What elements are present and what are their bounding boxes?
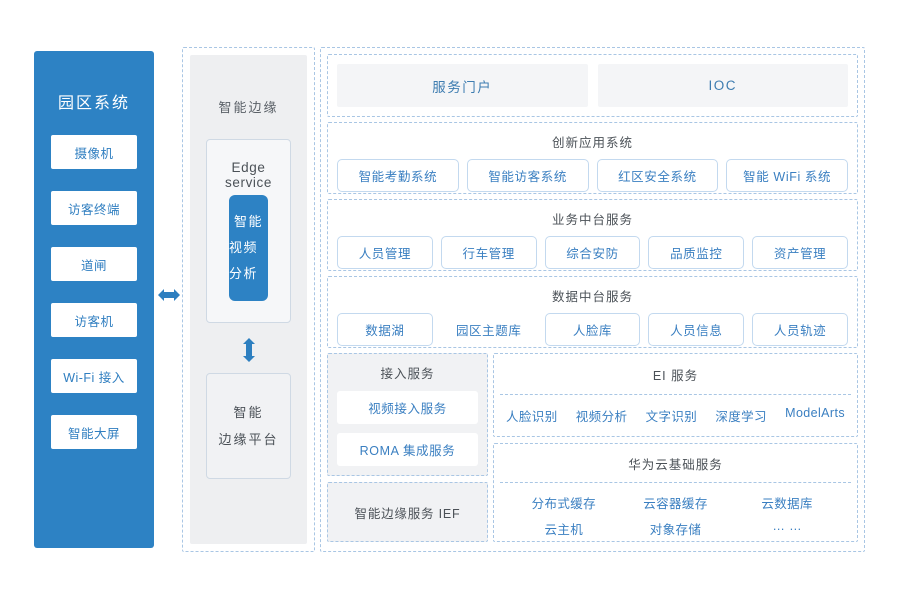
portal-ioc[interactable]: IOC (597, 64, 848, 107)
business-platform-row: 人员管理 行车管理 综合安防 品质监控 资产管理 (328, 228, 857, 269)
cloud-services-grid: 分布式缓存 云容器缓存 云数据库 云主机 对象存储 … … (494, 483, 857, 538)
app-smart-wifi[interactable]: 智能 WiFi 系统 (726, 159, 848, 192)
business-platform-title: 业务中台服务 (551, 213, 633, 227)
smart-edge-title: 智能边缘 (218, 100, 279, 115)
cloud-container-cache[interactable]: 云容器缓存 (643, 497, 708, 511)
smart-edge-platform-card[interactable]: 智能 边缘平台 (206, 373, 291, 479)
cloud-object-storage[interactable]: 对象存储 (649, 523, 702, 537)
ei-video-analysis[interactable]: 视频分析 (575, 410, 628, 424)
access-service-title: 接入服务 (380, 367, 435, 381)
smart-video-analysis-card[interactable]: 智能 视频分析 (229, 195, 268, 301)
access-roma-service[interactable]: ROMA 集成服务 (337, 433, 478, 466)
biz-vehicle-management[interactable]: 行车管理 (440, 236, 537, 269)
portal-service-portal[interactable]: 服务门户 (337, 64, 588, 107)
data-lake[interactable]: 数据湖 (337, 313, 433, 346)
edge-service-box: Edge service 智能 视频分析 (206, 139, 291, 323)
ei-divider (500, 394, 851, 395)
biz-integrated-security[interactable]: 综合安防 (544, 236, 641, 269)
smart-edge-column: 智能边缘 Edge service 智能 视频分析 智能 边缘平台 (182, 47, 315, 552)
ei-service-title: EI 服务 (652, 369, 699, 383)
panel-title-campus-system: 园区系统 (57, 95, 130, 112)
campus-item-visitor-terminal[interactable]: 访客终端 (51, 191, 137, 225)
ei-service-section: EI 服务 人脸识别 视频分析 文字识别 深度学习 ModelArts (493, 353, 858, 437)
campus-item-wifi-access[interactable]: Wi-Fi 接入 (51, 359, 137, 393)
app-smart-attendance[interactable]: 智能考勤系统 (337, 159, 459, 192)
data-face-library[interactable]: 人脸库 (544, 313, 641, 346)
data-platform-title: 数据中台服务 (551, 290, 633, 304)
portal-section: 服务门户 IOC (327, 54, 858, 117)
smart-edge-inner-panel: 智能边缘 Edge service 智能 视频分析 智能 边缘平台 (190, 55, 307, 544)
smart-edge-service-ief[interactable]: 智能边缘服务 IEF (327, 482, 488, 542)
innovation-apps-title: 创新应用系统 (551, 136, 633, 150)
biz-asset-management[interactable]: 资产管理 (752, 236, 848, 269)
campus-item-visitor-machine[interactable]: 访客机 (51, 303, 137, 337)
campus-item-barrier-gate[interactable]: 道闸 (51, 247, 137, 281)
campus-item-smart-screen[interactable]: 智能大屏 (51, 415, 137, 449)
ei-modelarts[interactable]: ModelArts (785, 406, 845, 420)
double-arrow-vertical-icon (240, 338, 258, 362)
data-platform-row: 数据湖 园区主题库 人脸库 人员信息 人员轨迹 (328, 305, 857, 346)
campus-item-camera[interactable]: 摄像机 (51, 135, 137, 169)
smart-video-analysis-line2: 视频分析 (229, 240, 259, 281)
ei-service-row: 人脸识别 视频分析 文字识别 深度学习 ModelArts (494, 395, 857, 425)
smart-edge-platform-line2: 边缘平台 (218, 432, 279, 447)
campus-system-panel: 园区系统 摄像机 访客终端 道闸 访客机 Wi-Fi 接入 智能大屏 (34, 51, 154, 548)
cloud-more-ellipsis: … … (772, 519, 802, 533)
app-smart-visitor[interactable]: 智能访客系统 (466, 159, 589, 192)
ei-deep-learning[interactable]: 深度学习 (715, 410, 767, 424)
smart-edge-platform-line1: 智能 (233, 405, 264, 420)
access-video-service[interactable]: 视频接入服务 (337, 391, 478, 424)
cloud-distributed-cache[interactable]: 分布式缓存 (531, 497, 597, 511)
data-campus-subject-library[interactable]: 园区主题库 (455, 324, 522, 338)
cloud-database[interactable]: 云数据库 (761, 497, 813, 511)
edge-service-label: Edge service (225, 160, 272, 190)
data-personnel-trajectory[interactable]: 人员轨迹 (752, 313, 848, 346)
cloud-host[interactable]: 云主机 (544, 523, 584, 537)
huawei-cloud-base-title: 华为云基础服务 (628, 458, 723, 472)
app-red-zone-security[interactable]: 红区安全系统 (596, 159, 719, 192)
cloud-divider (500, 482, 851, 483)
cloud-platform-container: 服务门户 IOC 创新应用系统 智能考勤系统 智能访客系统 红区安全系统 智能 … (320, 47, 865, 552)
biz-personnel-management[interactable]: 人员管理 (337, 236, 433, 269)
innovation-apps-section: 创新应用系统 智能考勤系统 智能访客系统 红区安全系统 智能 WiFi 系统 (327, 122, 858, 194)
data-personnel-info[interactable]: 人员信息 (648, 313, 745, 346)
huawei-cloud-base-section: 华为云基础服务 分布式缓存 云容器缓存 云数据库 云主机 对象存储 … … (493, 443, 858, 542)
double-arrow-horizontal-icon (158, 286, 180, 304)
innovation-apps-row: 智能考勤系统 智能访客系统 红区安全系统 智能 WiFi 系统 (328, 151, 857, 192)
access-service-section: 接入服务 视频接入服务 ROMA 集成服务 (327, 353, 488, 476)
business-platform-section: 业务中台服务 人员管理 行车管理 综合安防 品质监控 资产管理 (327, 199, 858, 271)
smart-video-analysis-line1: 智能 (233, 214, 263, 229)
ei-text-recognition[interactable]: 文字识别 (645, 410, 698, 424)
ei-face-recognition[interactable]: 人脸识别 (506, 410, 558, 424)
data-platform-section: 数据中台服务 数据湖 园区主题库 人脸库 人员信息 人员轨迹 (327, 276, 858, 348)
biz-quality-monitoring[interactable]: 品质监控 (648, 236, 745, 269)
